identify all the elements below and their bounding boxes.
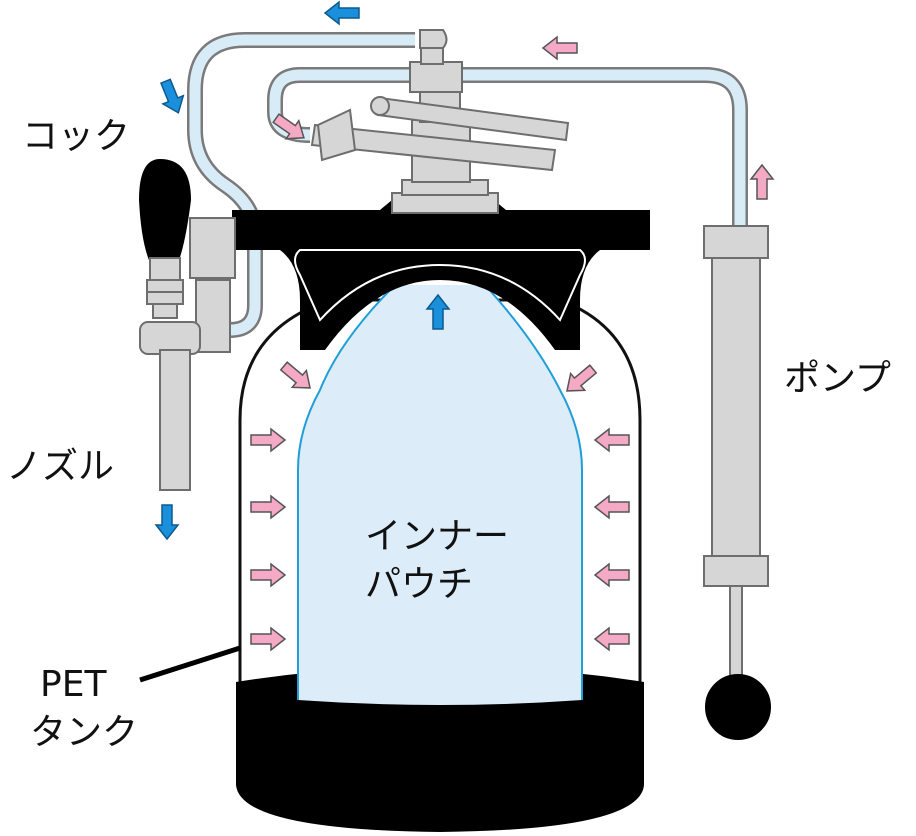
- blue-arrow-icon: [425, 293, 451, 330]
- pink-arrow-icon: [593, 427, 630, 453]
- pink-arrow-icon: [566, 364, 598, 392]
- pink-arrow-icon: [250, 427, 287, 453]
- flow-arrows: [154, 0, 451, 541]
- inner-pouch-label-line2: パウチ: [365, 564, 473, 605]
- pink-arrow-icon: [593, 626, 630, 652]
- pet-label-line1: PET: [40, 664, 107, 705]
- inner-pouch-label-line1: インナー: [365, 516, 509, 557]
- pink-arrow-icon: [272, 113, 305, 140]
- blue-arrow-icon: [160, 78, 185, 114]
- pet-leader-line: [139, 645, 241, 683]
- pump-label: ポンプ: [784, 358, 891, 399]
- pink-arrow-icon: [250, 626, 287, 652]
- coupler: [310, 29, 570, 214]
- pink-arrow-icon: [279, 361, 311, 389]
- pink-arrow-icon: [593, 494, 630, 520]
- pet-label-line2: タンク: [30, 712, 138, 753]
- blue-arrow-icon: [154, 504, 180, 541]
- inner-pouch: [297, 284, 583, 705]
- pump: [703, 225, 771, 740]
- cock-label: コック: [22, 116, 130, 157]
- blue-arrow-icon: [323, 0, 360, 26]
- pink-arrow-icon: [749, 163, 775, 200]
- pressure-arrows: [250, 35, 775, 652]
- pink-arrow-icon: [593, 562, 630, 588]
- nozzle-label: ノズル: [6, 446, 114, 487]
- pink-arrow-icon: [541, 35, 578, 61]
- pink-arrow-icon: [250, 562, 287, 588]
- pink-arrow-icon: [250, 494, 287, 520]
- cock-assembly: [138, 158, 236, 491]
- keg-cap: [232, 200, 650, 350]
